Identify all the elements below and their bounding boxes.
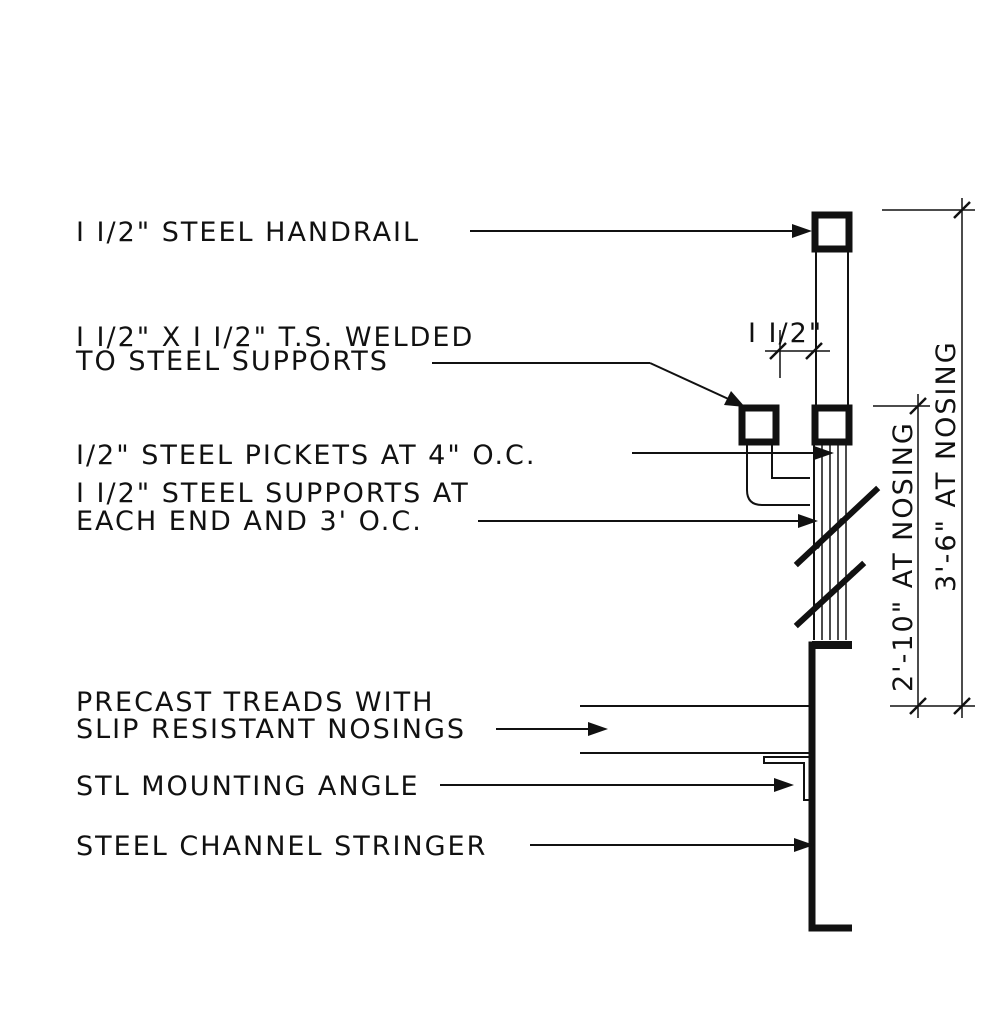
ts-label-line2: TO STEEL SUPPORTS	[75, 346, 389, 377]
handrail-arrow	[792, 224, 812, 238]
ts-label-line1: I I/2" X I I/2" T.S. WELDED	[76, 322, 474, 353]
ts-arrow	[724, 391, 745, 407]
support-bent-bar	[746, 445, 810, 506]
stringer-label: STEEL CHANNEL STRINGER	[76, 831, 487, 862]
channel-stringer	[808, 641, 852, 932]
pickets-arrow	[814, 446, 834, 460]
handrail-tube	[811, 211, 853, 253]
supports-label-line2: EACH END AND 3' O.C.	[76, 506, 423, 537]
break-dot-2	[839, 518, 845, 524]
treads-arrow	[588, 722, 608, 736]
lower-rail-tube	[811, 404, 853, 446]
pickets-label: I/2" STEEL PICKETS AT 4" O.C.	[76, 440, 537, 471]
break-line-upper	[793, 485, 881, 568]
mounting-angle	[763, 756, 811, 801]
outer-dim-text: 3'-6" AT NOSING	[931, 340, 962, 592]
inner-dim-tick-bottom	[909, 697, 927, 715]
treads-label-line2: SLIP RESISTANT NOSINGS	[76, 714, 466, 745]
handrail-label: I I/2" STEEL HANDRAIL	[76, 217, 420, 248]
width-dim-text: I I/2"	[748, 318, 823, 349]
treads-label-line1: PRECAST TREADS WITH	[76, 687, 434, 718]
angle-label: STL MOUNTING ANGLE	[76, 771, 420, 802]
outer-dim-tick-top	[953, 201, 971, 219]
break-dot-4	[850, 570, 856, 576]
inner-dim-text: 2'-10" AT NOSING	[888, 421, 919, 692]
stringer-arrow	[794, 838, 814, 852]
width-dim-tick-left	[769, 342, 787, 360]
inner-dim-tick-top	[909, 397, 927, 415]
angle-arrow	[774, 778, 794, 792]
break-dot-3	[814, 603, 820, 609]
ts-tube	[738, 404, 780, 446]
support-bent-bar-inner	[771, 445, 810, 479]
ts-leader-d	[649, 362, 736, 403]
supports-label-line1: I I/2" STEEL SUPPORTS AT	[76, 478, 470, 509]
width-dim-tick-right	[805, 342, 823, 360]
supports-arrow	[798, 514, 818, 528]
break-dot-1	[814, 543, 820, 549]
tread-nosing-cap	[812, 641, 852, 649]
